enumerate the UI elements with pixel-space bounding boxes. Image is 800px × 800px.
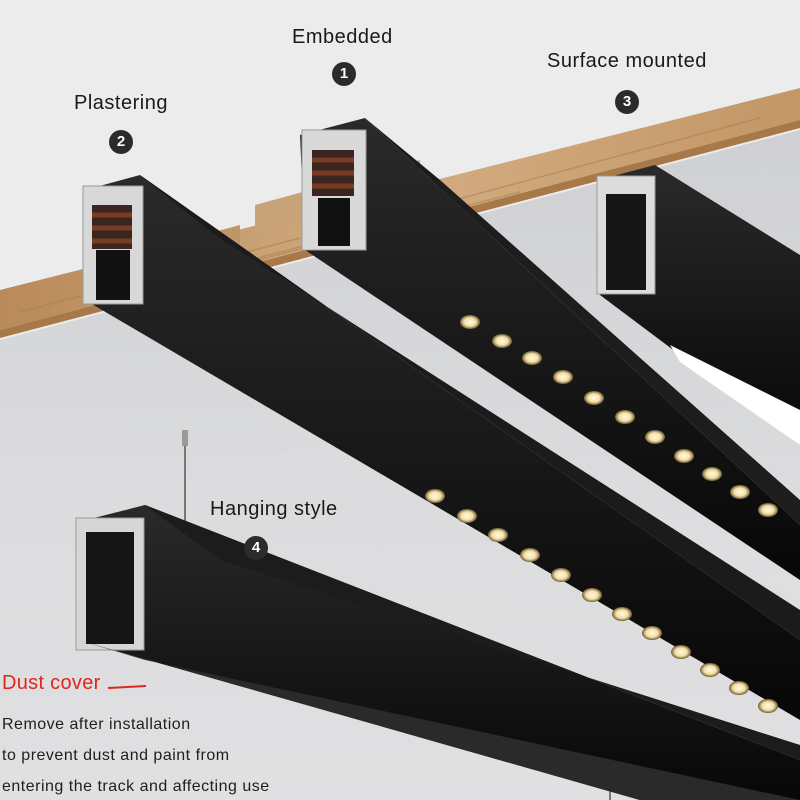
hanging-track-top (145, 505, 800, 760)
plastering-track-body (85, 175, 800, 720)
surface-track-diffuser (670, 345, 800, 445)
label-surface-mounted: Surface mounted (547, 50, 707, 72)
dust-cover-note-line-2: to prevent dust and paint from (2, 747, 230, 764)
hanging-wire-clip-left (182, 430, 188, 446)
plastering-track-top (140, 175, 800, 640)
surface-track-inner (606, 194, 646, 290)
plastering-track-inner (96, 250, 130, 300)
embedded-track-body (300, 118, 800, 580)
hanging-track-body (78, 505, 800, 800)
dust-cover-title: Dust cover (2, 672, 101, 694)
hanging-track-inner (86, 532, 134, 644)
label-hanging-style: Hanging style (210, 498, 338, 520)
badge-1-icon: 1 (332, 62, 356, 86)
dust-cover-note-line-1: Remove after installation (2, 716, 191, 733)
dust-cover-note-line-3: entering the track and affecting use (2, 778, 270, 795)
label-plastering: Plastering (74, 92, 168, 114)
label-embedded: Embedded (292, 26, 393, 48)
embedded-conductor-strips (312, 157, 354, 189)
embedded-track-inner (318, 198, 350, 246)
embedded-track-top (365, 118, 800, 525)
plastering-led-row (425, 489, 778, 713)
badge-3-icon: 3 (615, 90, 639, 114)
badge-2-icon: 2 (109, 130, 133, 154)
badge-4-icon: 4 (244, 536, 268, 560)
dust-cover-pointer (107, 685, 147, 689)
plastering-conductor-strips (92, 212, 132, 244)
embedded-led-row (460, 315, 778, 517)
